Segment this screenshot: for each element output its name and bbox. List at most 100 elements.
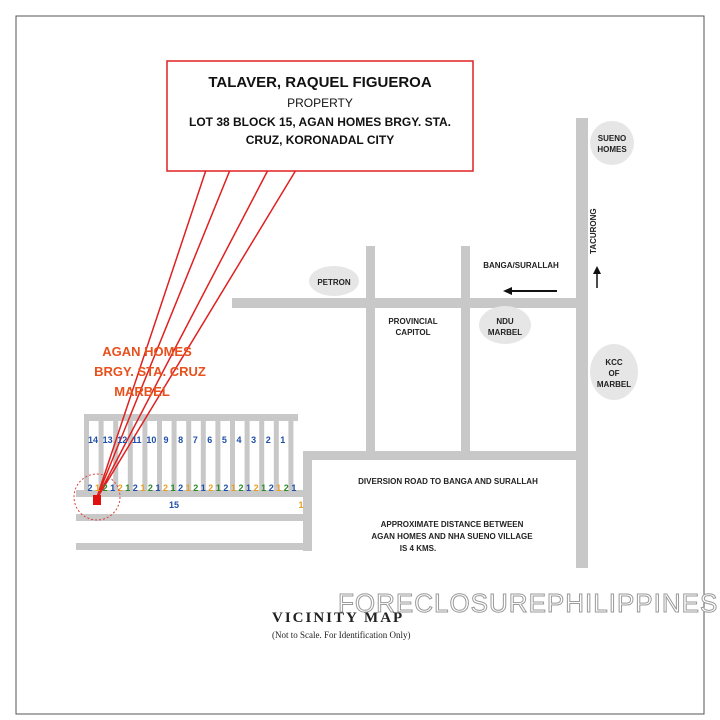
- subdivision-cross-streets: [84, 414, 294, 494]
- kcc-marbel-label-3: MARBEL: [597, 380, 631, 389]
- lot-number-bottom: 1: [201, 483, 206, 493]
- block-end-number: 1: [298, 500, 303, 510]
- lot-number-bottom: 1: [291, 483, 296, 493]
- distance-note-1: APPROXIMATE DISTANCE BETWEEN: [381, 520, 524, 529]
- lot-number-bottom: 1: [110, 483, 115, 493]
- cross-street: [171, 414, 177, 494]
- subdivision-name: AGAN HOMES: [102, 344, 192, 359]
- subdivision-bottom-street: [76, 543, 306, 550]
- lot-number-bottom: 2: [118, 483, 123, 493]
- cross-street: [288, 414, 294, 494]
- lot-number-top: 14: [88, 435, 98, 445]
- diversion-road-west: [303, 451, 312, 551]
- sueno-homes-label-1: SUENO: [598, 134, 626, 143]
- petron-label: PETRON: [317, 278, 351, 287]
- lot-number-bottom: 2: [87, 483, 92, 493]
- distance-note-2: AGAN HOMES AND NHA SUENO VILLAGE: [371, 532, 533, 541]
- lot-number-top: 10: [146, 435, 156, 445]
- lot-number-bottom: 2: [208, 483, 213, 493]
- subdivision-lower-street: [76, 514, 304, 521]
- cross-street: [127, 414, 133, 494]
- lot-number-top: 3: [251, 435, 256, 445]
- cross-street: [142, 414, 148, 494]
- cross-street: [113, 414, 119, 494]
- kcc-marbel-label-1: KCC: [605, 358, 623, 367]
- lot-number-bottom: 2: [163, 483, 168, 493]
- lot-number-top: 12: [117, 435, 127, 445]
- petron-blob: [309, 266, 359, 296]
- lot-number-top: 1: [280, 435, 285, 445]
- lot-number-top: 2: [266, 435, 271, 445]
- sueno-homes-label-2: HOMES: [597, 145, 627, 154]
- cross-street: [244, 414, 250, 494]
- capitol-street: [366, 246, 375, 452]
- sueno-homes-blob: [590, 121, 634, 165]
- vicinity-map-subtitle: (Not to Scale. For Identification Only): [272, 630, 410, 640]
- lot-number-bottom: 1: [125, 483, 130, 493]
- cross-street: [186, 414, 192, 494]
- lot-number-bottom: 1: [171, 483, 176, 493]
- diversion-road-top: [303, 451, 579, 460]
- lot-number-bottom: 2: [254, 483, 259, 493]
- map-frame: [15, 15, 705, 715]
- lot-number-top: 6: [207, 435, 212, 445]
- address-line-1: LOT 38 BLOCK 15, AGAN HOMES BRGY. STA.: [189, 115, 451, 129]
- arrow-left-icon: [503, 287, 557, 295]
- cross-street: [157, 414, 162, 494]
- lot-number-top: 5: [222, 435, 227, 445]
- lot-number-top: 11: [132, 435, 142, 445]
- banga-surallah-label: BANGA/SURALLAH: [483, 261, 559, 270]
- property-label: PROPERTY: [287, 96, 353, 110]
- banga-surallah-road: [232, 298, 578, 308]
- block-number: 15: [169, 500, 179, 510]
- lot-number-bottom: 2: [269, 483, 274, 493]
- lot-number-top: 9: [163, 435, 168, 445]
- arrow-up-icon: [593, 266, 601, 288]
- lot-number-bottom: 2: [148, 483, 153, 493]
- lot-number-top: 7: [193, 435, 198, 445]
- ndu-marbel-label-2: MARBEL: [488, 328, 522, 337]
- distance-note-3: IS 4 KMS.: [400, 544, 436, 553]
- cross-street: [259, 414, 265, 494]
- landmark-blobs: [309, 121, 638, 400]
- cross-street: [215, 414, 221, 494]
- provincial-capitol-label-1: PROVINCIAL: [388, 317, 437, 326]
- cross-street: [84, 414, 89, 494]
- tacurong-label: TACURONG: [589, 208, 598, 254]
- property-highlight-circle: [73, 473, 121, 521]
- ndu-street: [461, 246, 470, 452]
- lot-number-top: 8: [178, 435, 183, 445]
- lot-number-bottom: 2: [103, 483, 108, 493]
- provincial-capitol-label-2: CAPITOL: [396, 328, 431, 337]
- owner-name: TALAVER, RAQUEL FIGUEROA: [208, 74, 432, 91]
- address-line-2: CRUZ, KORONADAL CITY: [246, 133, 394, 147]
- ndu-marbel-label-1: NDU: [496, 317, 514, 326]
- lot-number-bottom: 1: [261, 483, 266, 493]
- lot-number-bottom: 1: [231, 483, 236, 493]
- cross-street: [230, 414, 235, 494]
- lot-number-bottom: 1: [95, 483, 100, 493]
- property-marker: [93, 495, 101, 505]
- lot-number-bottom: 2: [223, 483, 228, 493]
- vicinity-map-title: VICINITY MAP: [272, 610, 404, 626]
- subdivision-barangay: BRGY. STA. CRUZ: [94, 364, 206, 379]
- lot-number-bottom: 1: [140, 483, 145, 493]
- lot-number-bottom: 1: [276, 483, 281, 493]
- lot-number-bottom: 2: [238, 483, 243, 493]
- callout-pointer-b: [95, 169, 298, 501]
- diversion-road-label: DIVERSION ROAD TO BANGA AND SURALLAH: [358, 477, 538, 486]
- kcc-marbel-label-2: OF: [608, 369, 619, 378]
- lot-number-bottom: 2: [178, 483, 183, 493]
- lot-number-top: 4: [236, 435, 241, 445]
- cross-street: [200, 414, 206, 494]
- lot-number-top: 13: [103, 435, 113, 445]
- subdivision-city: MARBEL: [114, 384, 170, 399]
- lot-number-bottom: 2: [133, 483, 138, 493]
- watermark: FORECLOSUREPHILIPPINES.COM: [338, 588, 720, 618]
- ndu-marbel-blob: [479, 306, 531, 344]
- cross-street: [98, 414, 104, 494]
